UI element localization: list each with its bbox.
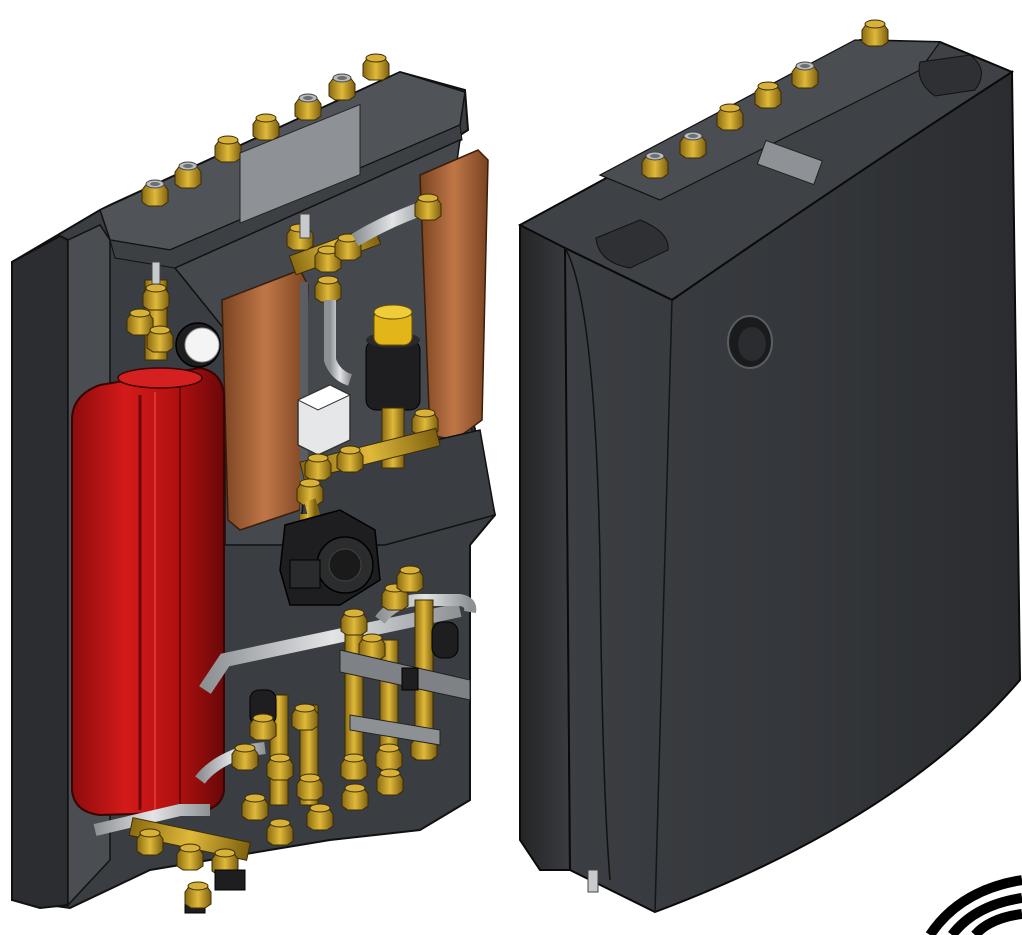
heat-exchanger-insulation (221, 269, 309, 531)
closed-heating-module (517, 19, 1022, 914)
valve-actuator (365, 304, 421, 411)
pressure-gauge (175, 322, 221, 368)
circulation-pump (279, 509, 381, 606)
expansion-tank (71, 366, 225, 817)
open-heating-module (11, 53, 497, 930)
front-cover (563, 70, 1022, 914)
corner-logo-fragment (925, 875, 1022, 935)
